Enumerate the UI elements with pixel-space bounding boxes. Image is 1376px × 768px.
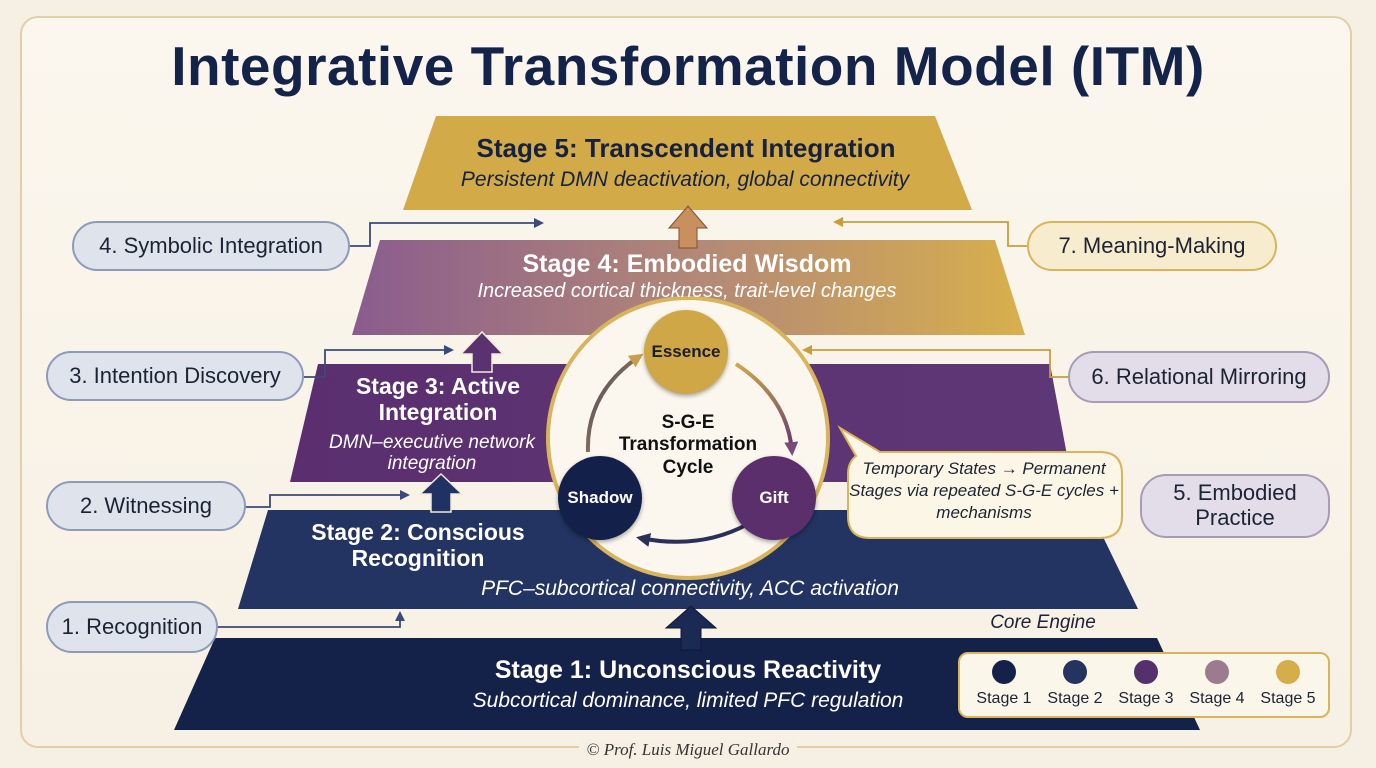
- mechanism-intention-discovery: 3. Intention Discovery: [46, 351, 304, 401]
- up-arrow-3-to-4: [459, 330, 505, 373]
- up-arrow-2-to-3: [418, 472, 464, 513]
- connector-symbolic: [350, 218, 544, 247]
- mechanism-witnessing: 2. Witnessing: [46, 481, 246, 531]
- stage-5-description: Persistent DMN deactivation, global conn…: [460, 168, 910, 191]
- connector-witnessing: [246, 490, 410, 508]
- mechanism-embodied-practice: 5. Embodied Practice: [1140, 474, 1330, 538]
- legend-dot-stage-2: [1063, 660, 1087, 684]
- connector-meaning: [833, 217, 1027, 247]
- stage-3-description: DMN–executive network integration: [329, 432, 535, 475]
- stage-1-label: Stage 1: Unconscious Reactivity: [494, 656, 882, 684]
- stage-4-description: Increased cortical thickness, trait-leve…: [477, 280, 897, 302]
- legend-dot-stage-4: [1205, 660, 1229, 684]
- mechanism-symbolic-integration: 4. Symbolic Integration: [72, 221, 350, 271]
- legend-dot-stage-1: [992, 660, 1016, 684]
- legend: Stage 1 Stage 2 Stage 3 Stage 4 Stage 5: [958, 652, 1330, 718]
- cycle-arrow-gift-to-shadow: [636, 522, 749, 547]
- connector-intention: [304, 345, 454, 378]
- legend-item-stage-4: Stage 4: [1181, 660, 1253, 708]
- legend-item-stage-5: Stage 5: [1252, 660, 1324, 708]
- stage-3-label: Stage 3: Active Integration: [355, 373, 521, 425]
- stage-5-label: Stage 5: Transcendent Integration: [476, 133, 896, 163]
- up-arrow-1-to-2: [664, 605, 718, 651]
- legend-label-stage-4: Stage 4: [1189, 690, 1245, 707]
- legend-label-stage-1: Stage 1: [976, 690, 1032, 707]
- stage-4-band: [352, 240, 1025, 335]
- legend-dot-stage-3: [1134, 660, 1158, 684]
- legend-label-stage-3: Stage 3: [1118, 690, 1174, 707]
- cycle-node-gift: Gift: [732, 456, 816, 540]
- mechanism-relational-mirroring: 6. Relational Mirroring: [1068, 351, 1330, 403]
- page-title: Integrative Transformation Model (ITM): [171, 35, 1205, 97]
- legend-item-stage-3: Stage 3: [1110, 660, 1182, 708]
- legend-item-stage-2: Stage 2: [1039, 660, 1111, 708]
- mechanism-recognition: 1. Recognition: [46, 601, 218, 653]
- callout-text: Temporary States → Permanent Stages via …: [849, 459, 1119, 523]
- cycle-node-shadow: Shadow: [558, 456, 642, 540]
- connector-recognition: [218, 611, 405, 628]
- legend-label-stage-5: Stage 5: [1260, 690, 1316, 707]
- stage-1-description: Subcortical dominance, limited PFC regul…: [472, 689, 904, 712]
- legend-dot-stage-5: [1276, 660, 1300, 684]
- cycle-arrow-essence-to-gift: [734, 362, 799, 456]
- cycle-arrow-shadow-to-essence: [585, 353, 644, 453]
- cycle-title: S-G-E Transformation Cycle: [618, 412, 758, 478]
- copyright-text: © Prof. Luis Miguel Gallardo: [578, 740, 798, 759]
- stage-5-band: [403, 116, 972, 210]
- copyright-line: © Prof. Luis Miguel Gallardo: [0, 740, 1376, 760]
- stage-2-label: Stage 2: Conscious Recognition: [311, 519, 525, 571]
- connector-mirroring: [802, 345, 1068, 378]
- legend-item-stage-1: Stage 1: [968, 660, 1040, 708]
- stage-4-label: Stage 4: Embodied Wisdom: [522, 250, 852, 278]
- up-arrow-4-to-5: [667, 205, 709, 249]
- legend-label-stage-2: Stage 2: [1047, 690, 1103, 707]
- mechanism-meaning-making: 7. Meaning-Making: [1027, 221, 1277, 271]
- cycle-node-essence: Essence: [644, 310, 728, 394]
- callout-bubble: [837, 425, 1123, 539]
- stage-2-description: PFC–subcortical connectivity, ACC activa…: [481, 577, 899, 600]
- stage-1-band: [174, 638, 1200, 730]
- core-engine-label: Core Engine: [990, 612, 1096, 633]
